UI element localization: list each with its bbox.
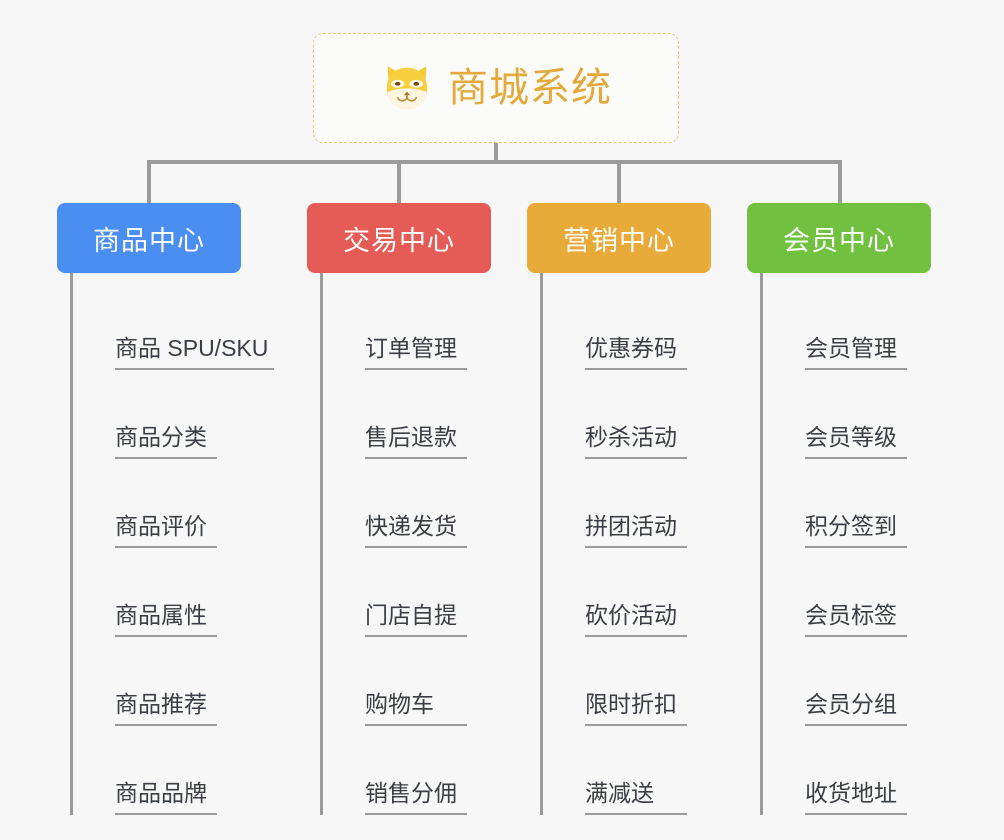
leaf-item[interactable]: 门店自提 xyxy=(323,548,553,637)
leaf-label: 砍价活动 xyxy=(585,600,687,637)
leaf-label: 商品分类 xyxy=(115,422,217,459)
category-label: 交易中心 xyxy=(343,225,455,256)
branch-product-center: 商品中心 商品 SPU/SKU 商品分类 商品评价 商品属性 商品推荐 商品品牌 xyxy=(57,203,275,815)
leaf-label: 商品 SPU/SKU xyxy=(115,333,275,370)
leaf-item[interactable]: 售后退款 xyxy=(323,370,553,459)
leaf-label: 商品属性 xyxy=(115,600,217,637)
branch-trade-center: 交易中心 订单管理 售后退款 快递发货 门店自提 购物车 销售分佣 xyxy=(307,203,491,815)
leaf-label: 满减送 xyxy=(585,778,687,815)
leaf-item[interactable]: 会员管理 xyxy=(763,281,993,370)
leaf-label: 订单管理 xyxy=(365,333,467,370)
leaf-label: 快递发货 xyxy=(365,511,467,548)
leaf-label: 门店自提 xyxy=(365,600,467,637)
leaf-label: 会员分组 xyxy=(805,689,907,726)
connector-root-stem xyxy=(494,143,498,162)
root-node[interactable]: 商城系统 xyxy=(313,33,679,143)
leaf-label: 收货地址 xyxy=(805,778,907,815)
shiba-dog-head-icon xyxy=(386,66,428,110)
leaf-item[interactable]: 积分签到 xyxy=(763,459,993,548)
leaf-item[interactable]: 限时折扣 xyxy=(543,637,773,726)
root-title: 商城系统 xyxy=(448,66,612,110)
leaf-label: 售后退款 xyxy=(365,422,467,459)
category-box-marketing-center[interactable]: 营销中心 xyxy=(527,203,711,273)
leaf-label: 积分签到 xyxy=(805,511,907,548)
connector-horizontal-bus xyxy=(147,160,842,164)
branch-marketing-center: 营销中心 优惠券码 秒杀活动 拼团活动 砍价活动 限时折扣 满减送 xyxy=(527,203,711,815)
category-label: 营销中心 xyxy=(563,225,675,256)
category-label: 会员中心 xyxy=(783,225,895,256)
connector-drop-trade-center xyxy=(397,160,401,203)
leaf-item[interactable]: 商品评价 xyxy=(73,459,303,548)
leaf-item[interactable]: 会员标签 xyxy=(763,548,993,637)
leaf-item[interactable]: 商品属性 xyxy=(73,548,303,637)
leaf-item[interactable]: 拼团活动 xyxy=(543,459,773,548)
leaf-item[interactable]: 商品推荐 xyxy=(73,637,303,726)
leaf-label: 商品推荐 xyxy=(115,689,217,726)
leaf-item[interactable]: 收货地址 xyxy=(763,726,993,815)
leaf-list-member-center: 会员管理 会员等级 积分签到 会员标签 会员分组 收货地址 xyxy=(760,273,993,815)
leaf-label: 购物车 xyxy=(365,689,467,726)
category-box-product-center[interactable]: 商品中心 xyxy=(57,203,241,273)
leaf-item[interactable]: 砍价活动 xyxy=(543,548,773,637)
leaf-list-marketing-center: 优惠券码 秒杀活动 拼团活动 砍价活动 限时折扣 满减送 xyxy=(540,273,773,815)
leaf-item[interactable]: 秒杀活动 xyxy=(543,370,773,459)
category-box-member-center[interactable]: 会员中心 xyxy=(747,203,931,273)
leaf-item[interactable]: 销售分佣 xyxy=(323,726,553,815)
connector-drop-product-center xyxy=(147,160,151,203)
leaf-item[interactable]: 优惠券码 xyxy=(543,281,773,370)
leaf-item[interactable]: 会员分组 xyxy=(763,637,993,726)
leaf-label: 优惠券码 xyxy=(585,333,687,370)
leaf-label: 商品评价 xyxy=(115,511,217,548)
leaf-label: 拼团活动 xyxy=(585,511,687,548)
leaf-item[interactable]: 会员等级 xyxy=(763,370,993,459)
leaf-label: 销售分佣 xyxy=(365,778,467,815)
leaf-item[interactable]: 订单管理 xyxy=(323,281,553,370)
leaf-item[interactable]: 快递发货 xyxy=(323,459,553,548)
leaf-label: 会员管理 xyxy=(805,333,907,370)
branch-member-center: 会员中心 会员管理 会员等级 积分签到 会员标签 会员分组 收货地址 xyxy=(747,203,931,815)
leaf-list-trade-center: 订单管理 售后退款 快递发货 门店自提 购物车 销售分佣 xyxy=(320,273,553,815)
leaf-label: 会员标签 xyxy=(805,600,907,637)
leaf-label: 秒杀活动 xyxy=(585,422,687,459)
leaf-label: 会员等级 xyxy=(805,422,907,459)
category-box-trade-center[interactable]: 交易中心 xyxy=(307,203,491,273)
leaf-item[interactable]: 满减送 xyxy=(543,726,773,815)
connector-drop-member-center xyxy=(838,160,842,203)
leaf-list-product-center: 商品 SPU/SKU 商品分类 商品评价 商品属性 商品推荐 商品品牌 xyxy=(70,273,303,815)
connector-drop-marketing-center xyxy=(617,160,621,203)
leaf-item[interactable]: 商品分类 xyxy=(73,370,303,459)
category-label: 商品中心 xyxy=(93,225,205,256)
leaf-item[interactable]: 商品品牌 xyxy=(73,726,303,815)
leaf-item[interactable]: 商品 SPU/SKU xyxy=(73,281,303,370)
leaf-label: 限时折扣 xyxy=(585,689,687,726)
leaf-item[interactable]: 购物车 xyxy=(323,637,553,726)
leaf-label: 商品品牌 xyxy=(115,778,217,815)
